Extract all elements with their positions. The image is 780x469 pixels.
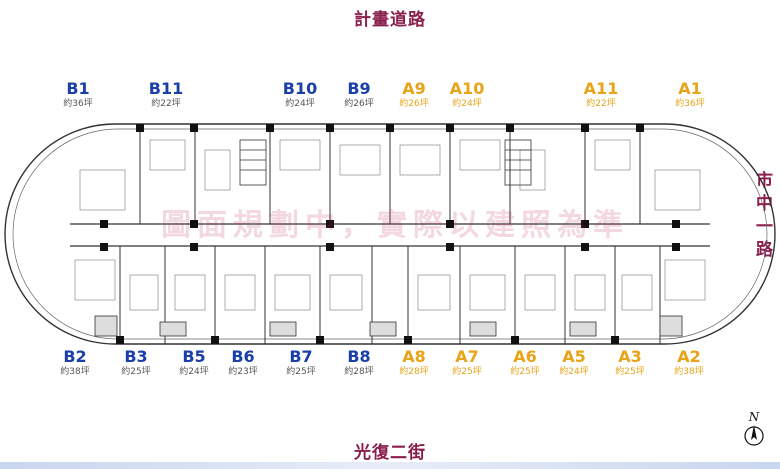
- unit-code: B11: [148, 79, 184, 98]
- unit-code: A1: [678, 79, 702, 98]
- unit-area: 約25坪: [615, 367, 645, 377]
- unit-code: A10: [449, 79, 485, 98]
- unit-label-b3: B3 約25坪: [101, 349, 171, 377]
- unit-code: B2: [63, 347, 87, 366]
- unit-code: B10: [282, 79, 318, 98]
- unit-label-b1: B1 約36坪: [43, 81, 113, 109]
- unit-code: B1: [66, 79, 90, 98]
- building-outline-inner: [12, 128, 768, 340]
- unit-area: 約25坪: [510, 367, 540, 377]
- unit-area: 約28坪: [399, 367, 429, 377]
- balconies: [94, 315, 683, 337]
- unit-area: 約24坪: [179, 367, 209, 377]
- unit-label-a5: A5 約24坪: [539, 349, 609, 377]
- unit-area: 約24坪: [285, 99, 315, 109]
- street-right-char: 一: [756, 217, 774, 237]
- unit-code: A9: [402, 79, 426, 98]
- unit-code: B9: [347, 79, 371, 98]
- unit-area: 約24坪: [452, 99, 482, 109]
- bottom-partitions: [119, 246, 661, 344]
- unit-label-a6: A6 約25坪: [490, 349, 560, 377]
- unit-label-b8: B8 約28坪: [324, 349, 394, 377]
- street-name-top: 計畫道路: [354, 10, 426, 30]
- unit-label-a2: A2 約38坪: [654, 349, 724, 377]
- unit-code: A8: [402, 347, 426, 366]
- unit-area: 約36坪: [675, 99, 705, 109]
- unit-label-a3: A3 約25坪: [595, 349, 665, 377]
- stair-cores: [239, 139, 532, 186]
- unit-area: 約26坪: [399, 99, 429, 109]
- street-name-bottom: 光復二街: [354, 443, 426, 463]
- unit-label-a11: A11 約22坪: [566, 81, 636, 109]
- unit-code: A5: [562, 347, 586, 366]
- unit-area: 約25坪: [286, 367, 316, 377]
- unit-label-a7: A7 約25坪: [432, 349, 502, 377]
- unit-code: B7: [289, 347, 313, 366]
- unit-code: B3: [124, 347, 148, 366]
- street-right-char: 市: [756, 171, 774, 191]
- unit-area: 約36坪: [63, 99, 93, 109]
- unit-code: A7: [455, 347, 479, 366]
- unit-area: 約25坪: [452, 367, 482, 377]
- unit-label-b10: B10 約24坪: [265, 81, 335, 109]
- north-label: N: [748, 410, 760, 424]
- unit-area: 約38坪: [60, 367, 90, 377]
- unit-label-b9: B9 約26坪: [324, 81, 394, 109]
- unit-code: A11: [583, 79, 619, 98]
- building-outline: [4, 123, 776, 345]
- footer-band: [0, 462, 780, 469]
- unit-label-b2: B2 約38坪: [40, 349, 110, 377]
- top-partitions: [139, 124, 641, 224]
- unit-code: A2: [677, 347, 701, 366]
- street-right-char: 路: [756, 240, 774, 260]
- unit-area: 約38坪: [674, 367, 704, 377]
- unit-label-b5: B5 約24坪: [159, 349, 229, 377]
- unit-code: A6: [513, 347, 537, 366]
- structural-columns: [100, 124, 680, 344]
- unit-code: B8: [347, 347, 371, 366]
- unit-area: 約25坪: [121, 367, 151, 377]
- room-details: [74, 139, 706, 311]
- unit-label-a8: A8 約28坪: [379, 349, 449, 377]
- unit-area: 約28坪: [344, 367, 374, 377]
- unit-label-a9: A9 約26坪: [379, 81, 449, 109]
- unit-area: 約22坪: [151, 99, 181, 109]
- unit-code: B5: [182, 347, 206, 366]
- unit-area: 約23坪: [228, 367, 258, 377]
- north-arrow-icon: N: [742, 410, 766, 450]
- unit-code: A3: [618, 347, 642, 366]
- unit-label-a10: A10 約24坪: [432, 81, 502, 109]
- unit-area: 約26坪: [344, 99, 374, 109]
- unit-label-b7: B7 約25坪: [266, 349, 336, 377]
- unit-label-b11: B11 約22坪: [131, 81, 201, 109]
- unit-code: B6: [231, 347, 255, 366]
- unit-area: 約22坪: [586, 99, 616, 109]
- unit-label-a1: A1 約36坪: [655, 81, 725, 109]
- unit-label-b6: B6 約23坪: [208, 349, 278, 377]
- unit-area: 約24坪: [559, 367, 589, 377]
